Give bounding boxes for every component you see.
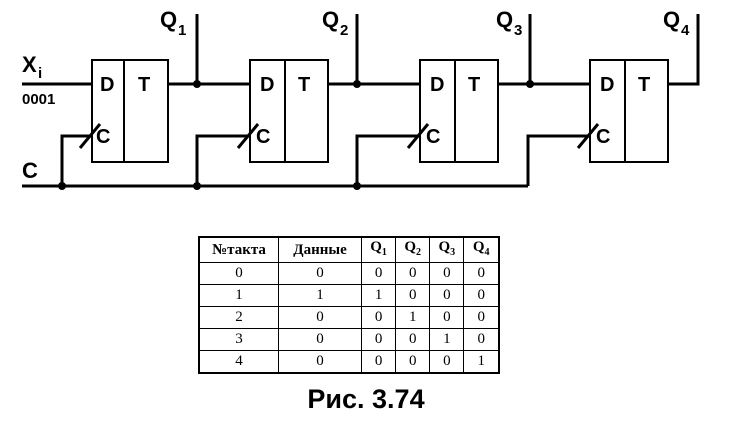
ff1-t-label: T [138, 74, 150, 96]
cell-q3: 0 [429, 262, 465, 285]
cell-q2: 0 [395, 284, 431, 307]
q1-sub: 1 [178, 22, 186, 39]
cell-q4: 1 [463, 350, 500, 374]
figure-caption: Рис. 3.74 [307, 384, 425, 414]
clock-junction-3 [353, 182, 361, 190]
shift-register-diagram: X i 0001 C Q 1 Q 2 Q 3 Q 4 D T C D T [22, 7, 700, 190]
clock-junction-1 [58, 182, 66, 190]
cell-q1: 0 [360, 350, 397, 374]
q2-junction [353, 80, 361, 88]
q1-label: Q [160, 7, 177, 32]
q3-label: Q [496, 7, 513, 32]
flipflop-3: D T C [406, 59, 499, 163]
cell-data: 0 [278, 350, 362, 374]
cell-data: 0 [278, 262, 362, 285]
ff2-edge-mark [236, 123, 260, 149]
ff3-edge-mark [406, 123, 430, 149]
ff4-c-label: C [596, 126, 610, 148]
cell-q1: 1 [360, 284, 397, 307]
cell-q3: 1 [429, 328, 465, 351]
cell-tact: 3 [198, 328, 279, 351]
clock-tap-2 [195, 134, 250, 186]
cell-q3: 0 [429, 306, 465, 329]
ff3-d-label: D [430, 74, 444, 96]
cell-q4: 0 [463, 284, 500, 307]
ff4-edge-mark [576, 123, 600, 149]
header-q2: Q2 [395, 236, 431, 263]
ff1-d-label: D [100, 74, 114, 96]
flipflop-1: D T C [78, 59, 169, 163]
ff4-d-label: D [600, 74, 614, 96]
ff1-edge-mark [78, 123, 102, 149]
input-value: 0001 [22, 91, 55, 108]
cell-q4: 0 [463, 262, 500, 285]
truth-table: №такта Данные Q1 Q2 Q3 Q4 0 0 0 0 0 0 1 … [198, 236, 500, 374]
q3-junction [526, 80, 534, 88]
q4-label: Q [663, 7, 680, 32]
ff3-t-label: T [468, 74, 480, 96]
ff1-c-label: C [96, 126, 110, 148]
header-data: Данные [278, 236, 362, 263]
q3-sub: 3 [514, 22, 522, 39]
q4-sub: 4 [681, 22, 690, 39]
table-header-row: №такта Данные Q1 Q2 Q3 Q4 [198, 236, 500, 263]
header-q1: Q1 [360, 236, 397, 263]
ff2-d-label: D [260, 74, 274, 96]
cell-q1: 0 [360, 328, 397, 351]
cell-q4: 0 [463, 328, 500, 351]
cell-q2: 0 [395, 262, 431, 285]
cell-q3: 0 [429, 350, 465, 374]
cell-tact: 2 [198, 306, 279, 329]
table-row: 3 0 0 0 1 0 [198, 328, 500, 351]
table-row: 1 1 1 0 0 0 [198, 284, 500, 307]
cell-q2: 0 [395, 328, 431, 351]
flipflop-2: D T C [236, 59, 329, 163]
cell-tact: 1 [198, 284, 279, 307]
cell-data: 0 [278, 328, 362, 351]
clock-junction-2 [193, 182, 201, 190]
cell-q3: 0 [429, 284, 465, 307]
cell-q4: 0 [463, 306, 500, 329]
input-subscript: i [38, 65, 42, 82]
q4-output-wire [668, 14, 700, 86]
clock-tap-1 [60, 134, 92, 186]
cell-tact: 4 [198, 350, 279, 374]
clock-tap-3 [355, 134, 420, 186]
header-q3: Q3 [429, 236, 465, 263]
clock-tap-4 [526, 134, 590, 186]
table-row: 4 0 0 0 0 1 [198, 350, 500, 374]
cell-q1: 0 [360, 262, 397, 285]
q2-sub: 2 [340, 22, 348, 39]
cell-q2: 0 [395, 350, 431, 374]
ff2-c-label: C [256, 126, 270, 148]
flipflop-4: D T C [576, 59, 669, 163]
cell-data: 1 [278, 284, 362, 307]
input-label: X [22, 52, 37, 77]
clock-label: C [22, 158, 38, 183]
q2-label: Q [322, 7, 339, 32]
table-row: 0 0 0 0 0 0 [198, 262, 500, 285]
q1-junction [193, 80, 201, 88]
ff2-t-label: T [298, 74, 310, 96]
cell-tact: 0 [198, 262, 279, 285]
ff3-c-label: C [426, 126, 440, 148]
cell-data: 0 [278, 306, 362, 329]
table-row: 2 0 0 1 0 0 [198, 306, 500, 329]
cell-q1: 0 [360, 306, 397, 329]
cell-q2: 1 [395, 306, 431, 329]
header-tact: №такта [198, 236, 279, 263]
header-q4: Q4 [463, 236, 500, 263]
ff4-t-label: T [638, 74, 650, 96]
